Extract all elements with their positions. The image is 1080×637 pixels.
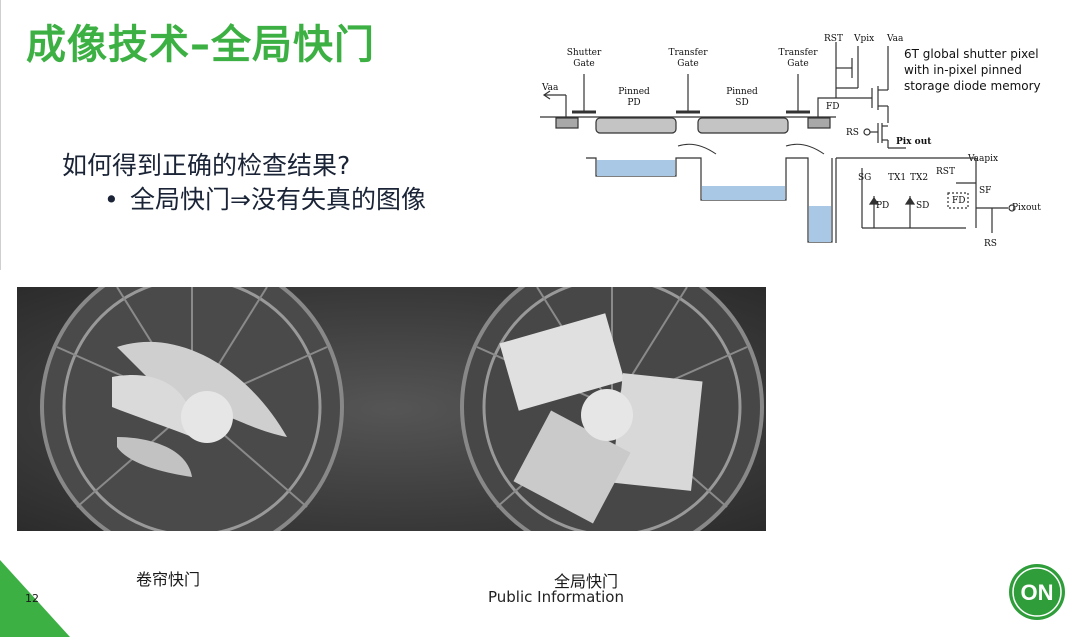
label-fd: FD (826, 102, 839, 112)
caption-global-shutter: 全局快门 (554, 572, 619, 591)
slide-title: 成像技术–全局快门 (26, 22, 375, 68)
label-tx1: TX1 (888, 173, 906, 183)
description-line-3: storage diode memory (904, 79, 1041, 93)
label-pinned-sd-1: Pinned (726, 87, 758, 97)
well-water-pd (597, 160, 675, 176)
on-semiconductor-logo: ON (1009, 564, 1065, 620)
label-rst: RST (824, 34, 843, 44)
label-pix-out: Pix out (896, 137, 932, 147)
corner-triangle (0, 560, 70, 637)
label-rst2: RST (936, 167, 955, 177)
label-transfer-1: Transfer (668, 48, 708, 58)
rolling-shutter-fan (40, 287, 344, 531)
label-pinned-pd-1: Pinned (618, 87, 650, 97)
fan-photo-illustration (17, 287, 766, 531)
label-sd: SD (916, 201, 929, 211)
label-tx2: TX2 (910, 173, 928, 183)
label-pixout: Pixout (1012, 203, 1041, 213)
bullet-dot-icon: • (104, 185, 119, 214)
label-pinned-sd-2: SD (735, 98, 748, 108)
label-pd: PD (876, 201, 889, 211)
label-transfer-gate-1: Gate (677, 59, 699, 69)
label-vaa-left: Vaa (541, 83, 559, 93)
label-shutter: Shutter (567, 48, 602, 58)
description-line-2: with in-pixel pinned (904, 63, 1022, 77)
label-transfer-2: Transfer (778, 48, 818, 58)
shutter-comparison-photo (17, 287, 766, 531)
global-shutter-pixel-diagram: Shutter Gate Transfer Gate Transfer Gate… (540, 34, 1041, 249)
label-sg: SG (858, 173, 871, 183)
caption-rolling-shutter: 卷帘快门 (136, 570, 201, 589)
label-vaapix: Vaapix (967, 154, 998, 164)
slide-left-rule (0, 0, 1, 270)
label-vpix: Vpix (853, 34, 874, 44)
global-shutter-fan (460, 287, 764, 531)
page-number: 12 (25, 592, 39, 605)
label-fd2: FD (952, 196, 965, 206)
well-water-sd (702, 186, 785, 200)
label-shutter-gate: Gate (573, 59, 595, 69)
question-text: 如何得到正确的检查结果? (62, 151, 351, 180)
label-sf: SF (979, 186, 991, 196)
logo-text: ON (1021, 580, 1054, 605)
well-water-fd (809, 206, 831, 242)
label-rs: RS (846, 128, 859, 138)
label-transfer-gate-2: Gate (787, 59, 809, 69)
label-pinned-pd-2: PD (627, 98, 640, 108)
description-line-1: 6T global shutter pixel (904, 47, 1039, 61)
bullet-item: • 全局快门⇒没有失真的图像 (104, 180, 426, 216)
footer-public-information: Public Information (488, 588, 624, 606)
label-rs2: RS (984, 239, 997, 249)
label-vaa: Vaa (886, 34, 904, 44)
bullet-text: 全局快门⇒没有失真的图像 (130, 185, 426, 214)
